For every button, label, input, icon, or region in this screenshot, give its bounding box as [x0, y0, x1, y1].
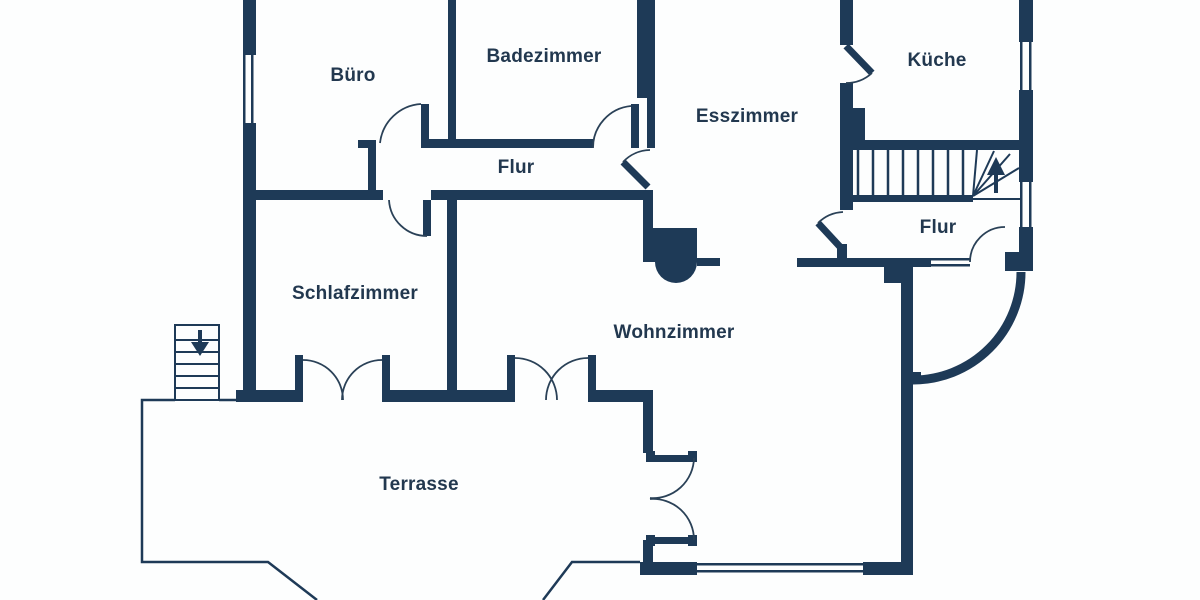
walls [236, 0, 1033, 575]
bay-double-doors [646, 451, 697, 546]
windows [243, 42, 1032, 573]
door-flur-wohnzimmer [620, 149, 651, 190]
stair-treads [856, 150, 965, 196]
door-kueche [843, 43, 875, 84]
staircase-main [843, 140, 1020, 202]
terrace-outline [140, 398, 640, 600]
door-esszimmer-flur [815, 211, 847, 258]
curved-wall [912, 271, 1026, 385]
door-schlafzimmer [388, 199, 431, 237]
doors [302, 43, 1006, 546]
room-label-esszimmer: Esszimmer [695, 106, 799, 127]
door-entrance-arc [969, 226, 1006, 263]
room-label-badezimmer: Badezimmer [486, 46, 602, 67]
window-flur-south [931, 258, 970, 267]
window-right-wall-lower [1020, 182, 1032, 227]
room-label-terrasse: Terrasse [379, 474, 459, 495]
window-wohnzimmer-south [697, 563, 863, 573]
down-arrow-icon [191, 330, 209, 356]
room-label-schlafzimmer: Schlafzimmer [292, 283, 418, 304]
room-label-flur-rechts: Flur [919, 217, 957, 238]
window-right-wall-upper [1020, 42, 1032, 90]
room-label-buero: Büro [330, 65, 376, 86]
staircase-exterior [174, 324, 220, 401]
door-buero [379, 103, 429, 148]
french-doors-wohnzimmer [514, 357, 589, 401]
window-left-wall [243, 55, 254, 123]
room-label-wohnzimmer: Wohnzimmer [613, 322, 735, 343]
french-doors-schlafzimmer [302, 359, 383, 401]
fireplace [653, 228, 697, 283]
room-label-kueche: Küche [907, 50, 967, 71]
door-badezimmer [592, 104, 639, 149]
up-arrow-icon [987, 157, 1005, 193]
room-label-flur-mitte: Flur [497, 157, 535, 178]
